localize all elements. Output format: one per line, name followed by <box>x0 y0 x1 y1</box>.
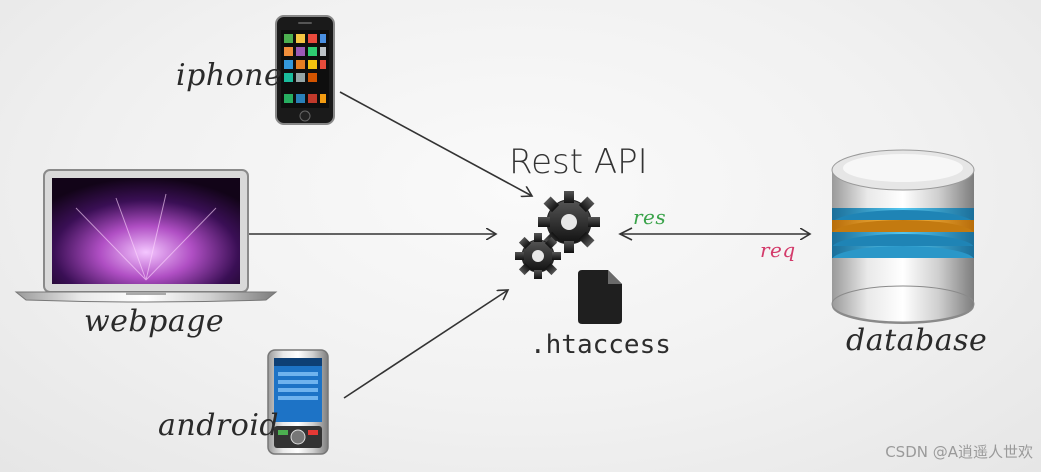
label-res: res <box>633 205 667 229</box>
iphone-icon <box>275 15 335 125</box>
database-icon <box>831 149 975 324</box>
android-phone-icon <box>267 349 329 455</box>
arrow-android-to-api <box>343 290 508 399</box>
label-htaccess: .htaccess <box>530 330 671 360</box>
file-icon <box>578 270 622 324</box>
arrow-api-database <box>618 227 810 241</box>
label-android: android <box>158 408 280 443</box>
label-req: req <box>760 238 796 262</box>
arrow-iphone-to-api <box>339 91 532 196</box>
label-webpage: webpage <box>84 304 225 339</box>
gears-icon <box>515 191 600 279</box>
laptop-icon <box>14 169 278 303</box>
label-rest-api: Rest API <box>509 142 648 182</box>
label-iphone: iphone <box>176 58 283 93</box>
watermark: CSDN @A逍遥人世欢 <box>885 443 1033 461</box>
label-database: database <box>846 323 988 358</box>
